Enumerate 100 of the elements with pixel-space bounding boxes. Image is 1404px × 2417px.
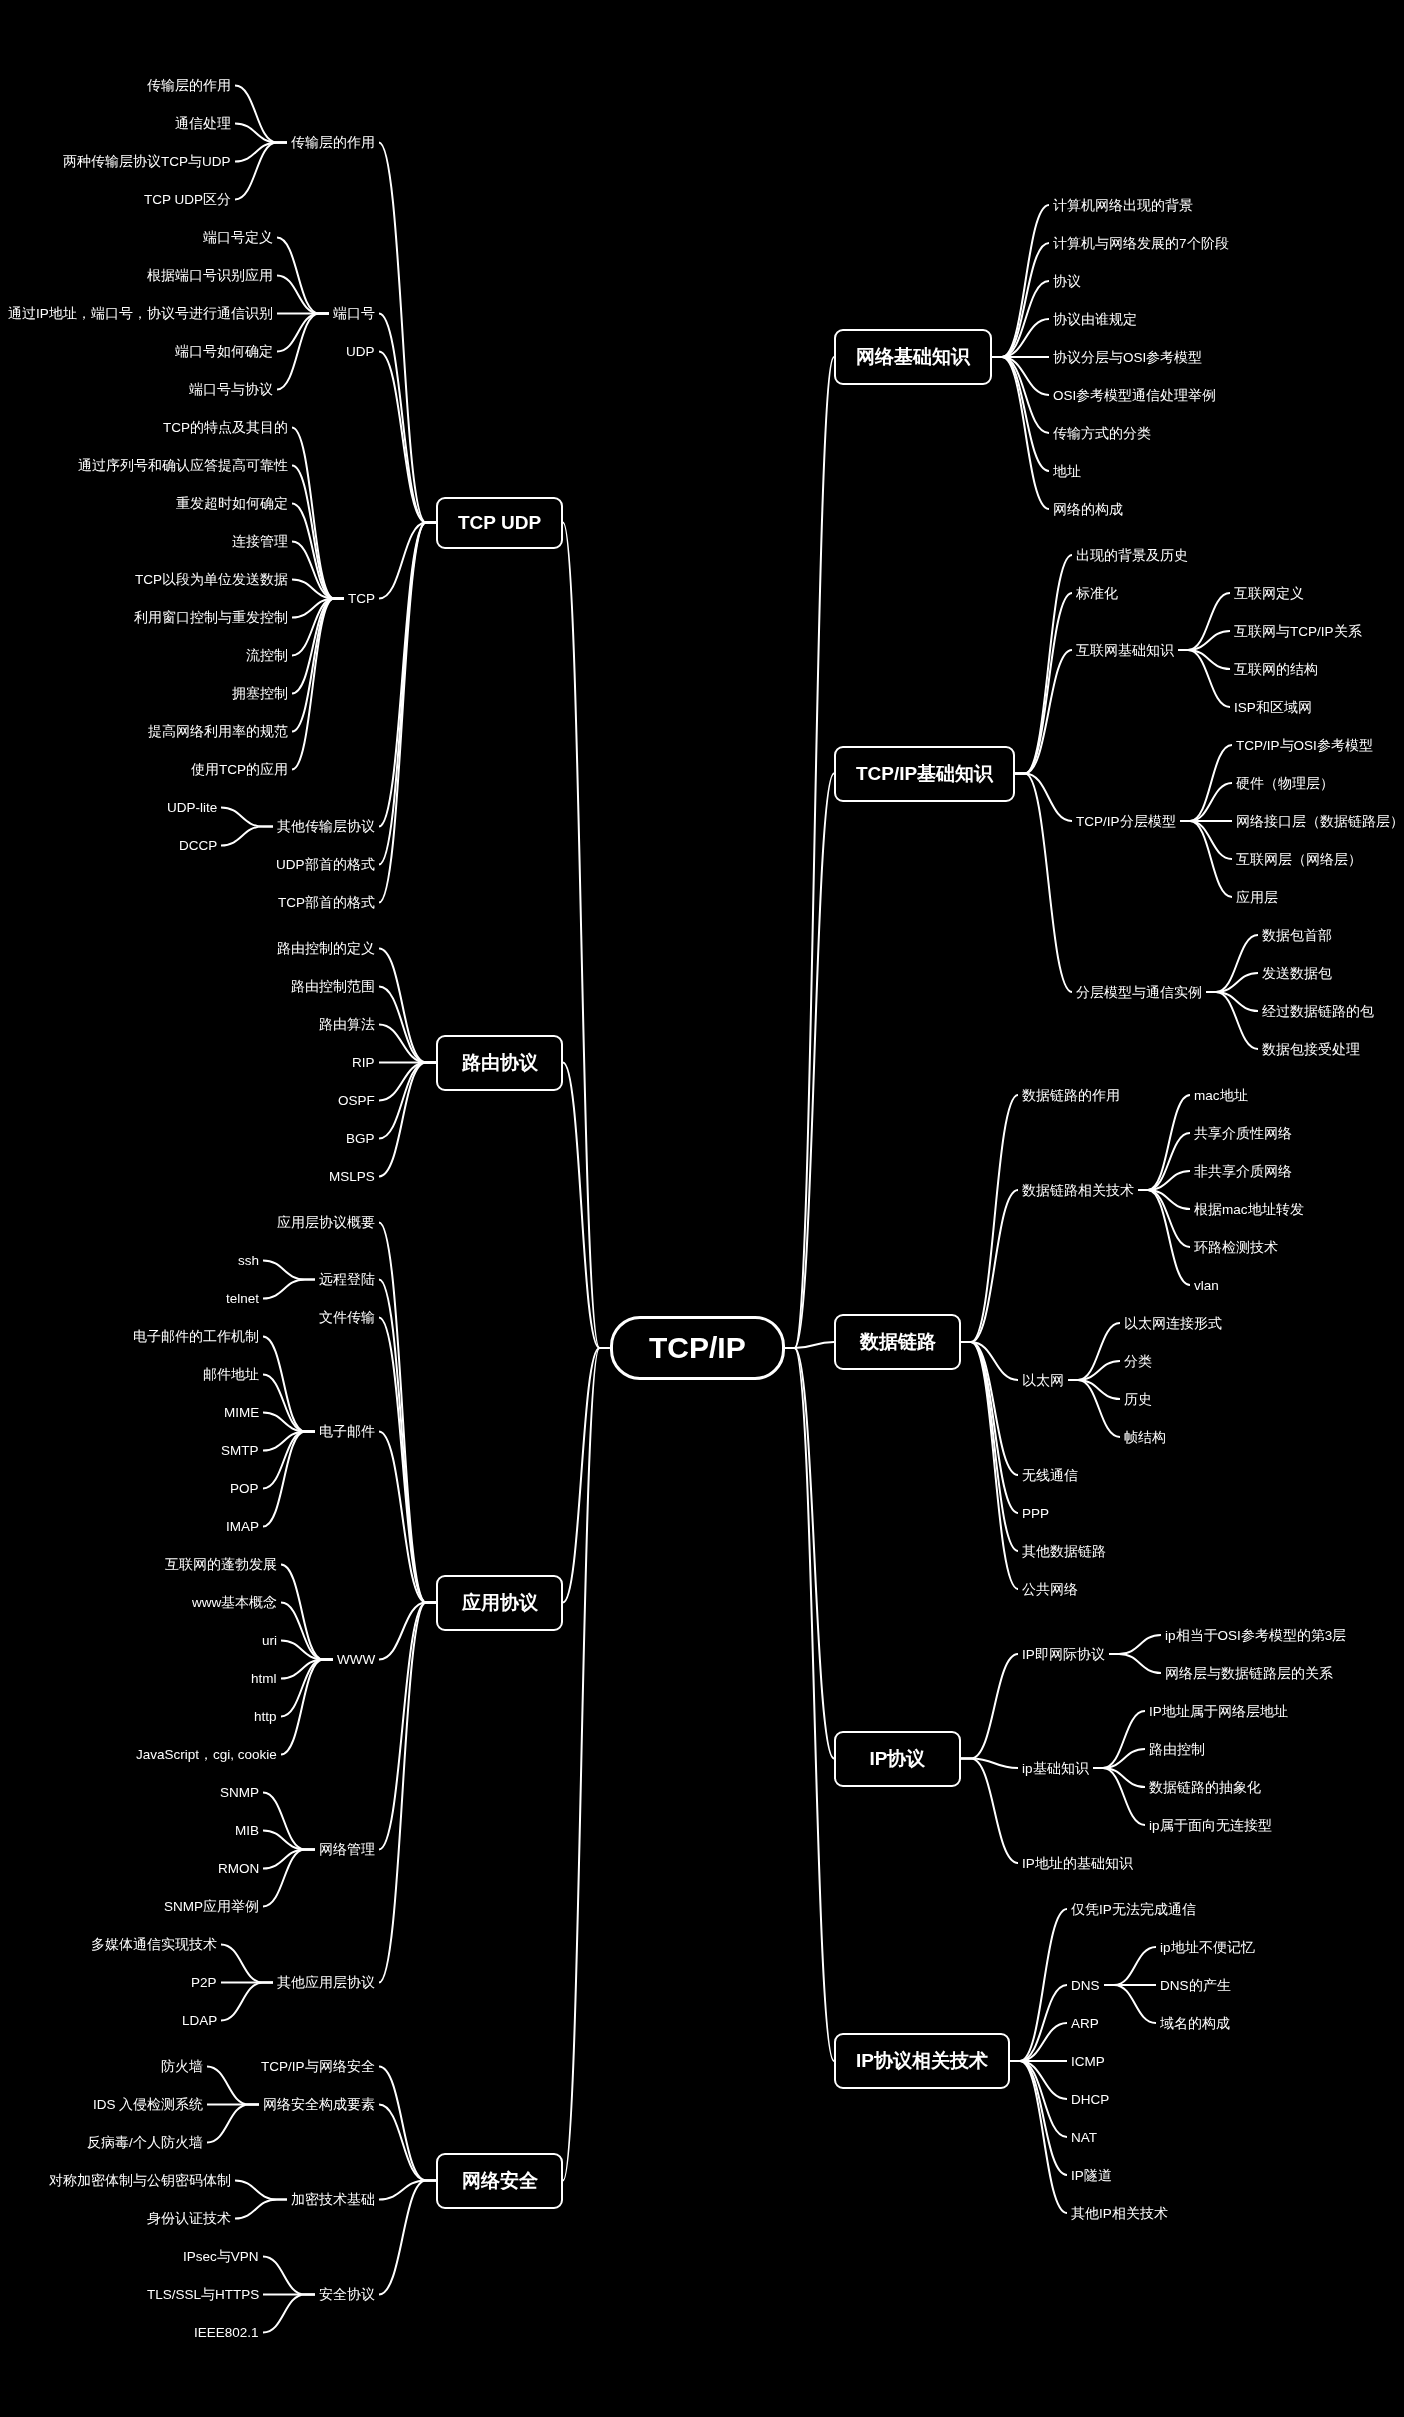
- branch-line: [234, 2198, 288, 2220]
- topic-label: 网络管理: [315, 1839, 379, 1860]
- topic-box: TCP UDP: [436, 497, 564, 549]
- topic-label: 重发超时如何确定: [172, 493, 292, 514]
- topic-label: 标准化: [1072, 583, 1122, 604]
- topic-box: IP协议相关技术: [834, 2033, 1010, 2089]
- topic-box: TCP/IP基础知识: [834, 746, 1016, 802]
- topic-label: 电子邮件: [315, 1421, 379, 1442]
- topic-label: IP地址的基础知识: [1018, 1853, 1137, 1874]
- topic-label: PPP: [1018, 1503, 1053, 1524]
- topic-label: 安全协议: [315, 2284, 379, 2305]
- branch-line: [991, 356, 1050, 510]
- topic-label: www基本概念: [188, 1592, 282, 1613]
- branch-line: [276, 312, 330, 391]
- topic-label: SNMP: [216, 1782, 263, 1803]
- branch-line: [960, 1341, 1019, 1590]
- topic-label: 互联网的结构: [1230, 659, 1322, 680]
- topic-label: 非共享介质网络: [1190, 1161, 1296, 1182]
- topic-label: TCP以段为单位发送数据: [131, 569, 292, 590]
- topic-label: uri: [258, 1630, 281, 1651]
- topic-box: 网络基础知识: [834, 329, 992, 385]
- topic-label: WWW: [333, 1649, 380, 1670]
- topic-label: DNS的产生: [1156, 1975, 1235, 1996]
- topic-label: DCCP: [175, 835, 222, 856]
- topic-label: 通过序列号和确认应答提高可靠性: [74, 455, 292, 476]
- branch-line: [262, 1278, 316, 1300]
- topic-label: MIB: [231, 1820, 263, 1841]
- branch-line: [262, 1430, 316, 1528]
- topic-label: BGP: [342, 1128, 379, 1149]
- topic-label: 分层模型与通信实例: [1072, 982, 1206, 1003]
- topic-label: 电子邮件的工作机制: [129, 1326, 263, 1347]
- branch-line: [1067, 1379, 1121, 1438]
- topic-label: http: [250, 1706, 281, 1727]
- branch-line: [291, 597, 345, 771]
- topic-label: IP地址属于网络层地址: [1145, 1701, 1292, 1722]
- topic-label: IPsec与VPN: [179, 2246, 263, 2267]
- topic-label: 共享介质性网络: [1190, 1123, 1296, 1144]
- topic-label: TCP: [344, 588, 379, 609]
- branch-line: [1014, 772, 1073, 993]
- topic-label: 协议: [1049, 271, 1085, 292]
- topic-label: 路由控制: [1145, 1739, 1209, 1760]
- topic-label: 路由控制的定义: [273, 938, 379, 959]
- topic-label: 互联网与TCP/IP关系: [1230, 621, 1366, 642]
- branch-line: [1103, 1984, 1157, 2024]
- topic-label: OSPF: [334, 1090, 379, 1111]
- topic-label: TCP的特点及其目的: [159, 417, 292, 438]
- topic-label: SMTP: [217, 1440, 263, 1461]
- topic-box: 路由协议: [436, 1035, 563, 1091]
- topic-label: 出现的背景及历史: [1072, 545, 1192, 566]
- topic-label: 互联网定义: [1230, 583, 1308, 604]
- central-topic-box: TCP/IP: [610, 1316, 785, 1380]
- topic-label: 以太网: [1018, 1370, 1068, 1391]
- topic-label: 数据包首部: [1258, 925, 1336, 946]
- topic-label: 根据端口号识别应用: [143, 265, 277, 286]
- topic-label: ICMP: [1067, 2051, 1109, 2072]
- topic-label: 网络接口层（数据链路层）: [1232, 811, 1404, 832]
- topic-label: 使用TCP的应用: [187, 759, 292, 780]
- topic-label: 互联网层（网络层）: [1232, 849, 1366, 870]
- topic-label: TCP/IP分层模型: [1072, 811, 1180, 832]
- branch-line: [206, 2103, 260, 2144]
- topic-label: 协议分层与OSI参考模型: [1049, 347, 1207, 368]
- topic-label: 无线通信: [1018, 1465, 1082, 1486]
- topic-label: 连接管理: [228, 531, 292, 552]
- topic-label: 网络的构成: [1049, 499, 1127, 520]
- topic-label: 应用层: [1232, 887, 1282, 908]
- topic-label: 其他传输层协议: [273, 816, 379, 837]
- topic-label: MSLPS: [325, 1166, 379, 1187]
- topic-label: mac地址: [1190, 1085, 1252, 1106]
- topic-label: TCP/IP与OSI参考模型: [1232, 735, 1377, 756]
- topic-label: RIP: [348, 1052, 379, 1073]
- topic-label: 加密技术基础: [287, 2189, 379, 2210]
- branch-line: [1009, 2060, 1068, 2214]
- topic-label: 文件传输: [315, 1307, 379, 1328]
- topic-label: IP即网际协议: [1018, 1644, 1109, 1665]
- topic-label: vlan: [1190, 1275, 1223, 1296]
- topic-label: OSI参考模型通信处理举例: [1049, 385, 1221, 406]
- topic-label: TCP部首的格式: [274, 892, 379, 913]
- topic-label: 互联网的蓬勃发展: [161, 1554, 281, 1575]
- branch-line: [378, 2179, 437, 2296]
- topic-label: LDAP: [178, 2010, 222, 2031]
- branch-line: [262, 1848, 316, 1908]
- topic-label: UDP-lite: [163, 797, 222, 818]
- topic-label: 协议由谁规定: [1049, 309, 1141, 330]
- topic-label: IEEE802.1: [190, 2322, 263, 2343]
- topic-label: 身份认证技术: [143, 2208, 235, 2229]
- branch-line: [960, 1757, 1019, 1864]
- branch-line: [1179, 820, 1233, 898]
- topic-label: 计算机网络出现的背景: [1049, 195, 1197, 216]
- topic-label: 环路检测技术: [1190, 1237, 1282, 1258]
- topic-label: 以太网连接形式: [1120, 1313, 1226, 1334]
- topic-label: html: [247, 1668, 281, 1689]
- topic-label: 传输方式的分类: [1049, 423, 1155, 444]
- topic-label: 两种传输层协议TCP与UDP: [59, 151, 235, 172]
- topic-label: 其他应用层协议: [273, 1972, 379, 1993]
- topic-label: POP: [226, 1478, 263, 1499]
- topic-label: 其他IP相关技术: [1067, 2203, 1172, 2224]
- branch-line: [378, 1061, 437, 1178]
- topic-box: 应用协议: [436, 1575, 563, 1631]
- topic-label: ssh: [234, 1250, 263, 1271]
- topic-label: 提高网络利用率的规范: [144, 721, 292, 742]
